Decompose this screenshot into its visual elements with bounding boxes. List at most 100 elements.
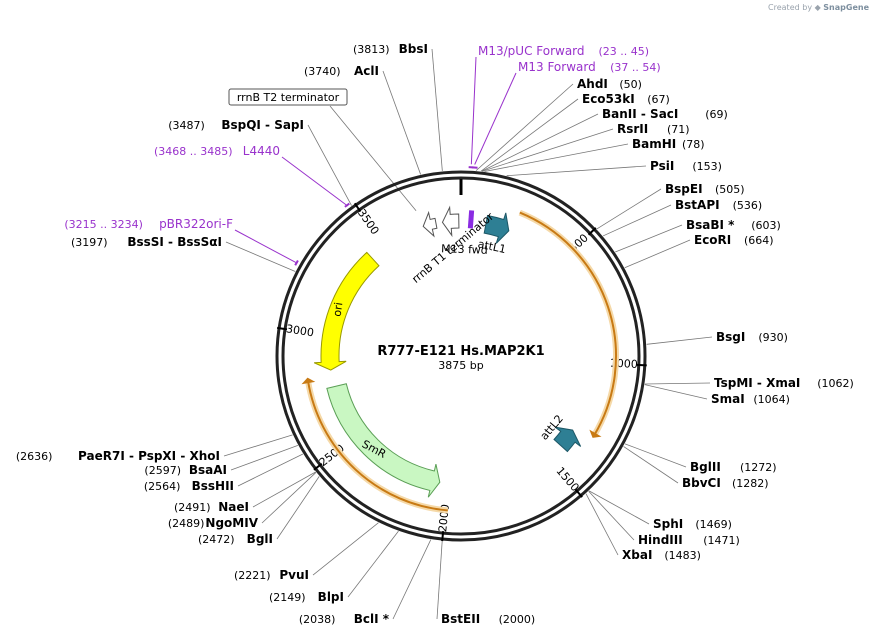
leader-blpi bbox=[347, 530, 399, 598]
site-name: BglII bbox=[690, 460, 721, 474]
site-bsabi: BsaBI *(603) bbox=[686, 218, 781, 232]
site-name: AhdI bbox=[577, 77, 608, 91]
site-name: BspEI bbox=[665, 182, 703, 196]
site-name: BbvCI bbox=[682, 476, 721, 490]
leader-tspmi-xmai bbox=[644, 382, 711, 385]
site-bsshii: BssHII (2564) bbox=[144, 479, 234, 493]
leader-bsabi bbox=[615, 224, 683, 253]
site-name: TspMI - XmaI bbox=[714, 376, 800, 390]
site-position: (153) bbox=[692, 160, 722, 173]
leader-bglii bbox=[624, 443, 687, 468]
leader-bsteii bbox=[436, 541, 443, 620]
plasmid-name: R777-E121 Hs.MAP2K1 bbox=[377, 344, 544, 359]
site-name: BsaBI * bbox=[686, 218, 735, 232]
backbone-outer bbox=[275, 170, 647, 542]
tick-mark-500 bbox=[587, 227, 597, 236]
site-position: (2564) bbox=[144, 480, 181, 493]
leader-rsrii bbox=[482, 128, 614, 172]
leader-bbsi bbox=[431, 48, 443, 171]
site-ngomiv: NgoMIV(2489) bbox=[168, 516, 259, 530]
ori-label: ori bbox=[331, 301, 346, 317]
primer-leader-m13-puc-forward bbox=[470, 56, 477, 165]
feature-label-rrnb-t2: rrnB T2 terminator bbox=[228, 88, 348, 106]
plasmid-size: 3875 bp bbox=[438, 359, 483, 372]
leader-bsaai bbox=[230, 445, 299, 471]
tick-label-3000: 3000 bbox=[285, 322, 315, 339]
site-position: (505) bbox=[715, 183, 745, 196]
site-sphi: SphI(1469) bbox=[653, 517, 732, 531]
feature-leader-rrnb-t2 bbox=[329, 105, 417, 212]
site-bbvci: BbvCI (1282) bbox=[682, 476, 769, 490]
site-bspei: BspEI (505) bbox=[665, 182, 745, 196]
site-position: (2221) bbox=[234, 569, 271, 582]
leader-paer7i-pspxi-xhoi bbox=[223, 434, 293, 457]
backbone-ring bbox=[275, 170, 647, 542]
leader-bamhi bbox=[484, 143, 629, 172]
tick-mark-3000 bbox=[276, 326, 288, 331]
feature-label-box bbox=[228, 88, 348, 106]
label-leader-lines bbox=[223, 48, 713, 620]
site-psii: PsiI(153) bbox=[650, 159, 722, 173]
site-name: BsaAI bbox=[189, 463, 227, 477]
leader-smai bbox=[644, 384, 708, 400]
feature-label-text: rrnB T2 terminator bbox=[237, 91, 340, 104]
site-pvui: PvuI(2221) bbox=[234, 568, 309, 582]
leader-bsgi bbox=[646, 336, 713, 345]
site-bstapi: BstAPI(536) bbox=[675, 198, 762, 212]
leader-pvui bbox=[312, 522, 379, 576]
site-name: BssHII bbox=[192, 479, 234, 493]
smr-region-arrowhead bbox=[301, 377, 316, 385]
site-position: (1282) bbox=[732, 477, 769, 490]
site-name: BclI * bbox=[354, 612, 390, 626]
rrnb-t1-arrow bbox=[441, 205, 460, 238]
site-ahdi: AhdI(50) bbox=[577, 77, 642, 91]
snapgene-logo-icon: ◆ bbox=[814, 3, 821, 12]
leader-bspei bbox=[596, 188, 662, 230]
primer-name: M13/pUC Forward bbox=[478, 44, 585, 58]
site-position: (1483) bbox=[664, 549, 701, 562]
primer-name: pBR322ori-F bbox=[159, 217, 233, 231]
site-position: (1471) bbox=[703, 534, 740, 547]
smr-region-arc bbox=[306, 379, 448, 512]
attl1-arrow bbox=[483, 212, 510, 244]
site-smai: SmaI(1064) bbox=[711, 392, 790, 406]
tick-mark-1500 bbox=[574, 488, 583, 498]
site-name: BamHI bbox=[632, 137, 676, 151]
primer-m13-forward: M13 Forward(37 .. 54) bbox=[518, 60, 661, 74]
site-bsgi: BsgI(930) bbox=[716, 330, 788, 344]
tick-mark-2500 bbox=[313, 462, 323, 471]
site-rsrii: RsrII (71) bbox=[617, 122, 690, 136]
site-name: AclI bbox=[354, 64, 379, 78]
leader-banii-saci bbox=[481, 113, 599, 172]
site-name: RsrII bbox=[617, 122, 648, 136]
primer-leader-m13-forward bbox=[474, 72, 517, 165]
leader-sphi bbox=[588, 490, 650, 525]
site-hindiii: HindIII (1471) bbox=[638, 533, 740, 547]
site-name: NgoMIV bbox=[205, 516, 258, 530]
leader-bbvci bbox=[623, 446, 679, 484]
site-name: BstEII bbox=[441, 612, 480, 626]
site-ecori: EcoRI(664) bbox=[694, 233, 774, 247]
site-name: BbsI bbox=[399, 42, 428, 56]
site-position: (71) bbox=[667, 123, 690, 136]
site-bglii: BglII(1272) bbox=[690, 460, 777, 474]
attl2-arrow bbox=[553, 426, 582, 453]
site-position: (67) bbox=[647, 93, 670, 106]
site-name: BglI bbox=[247, 532, 273, 546]
site-position: (3740) bbox=[304, 65, 341, 78]
site-position: (536) bbox=[733, 199, 763, 212]
plasmid-center: R777-E121 Hs.MAP2K1 3875 bp bbox=[377, 344, 544, 372]
tick-label-3500: 3500 bbox=[355, 207, 382, 237]
tick-mark-3500 bbox=[353, 202, 362, 213]
watermark-brand: SnapGene bbox=[823, 3, 869, 12]
site-bsaai: BsaAI(2597) bbox=[144, 463, 227, 477]
site-position: (2038) bbox=[299, 613, 336, 626]
primer-m13-puc-forward: M13/pUC Forward(23 .. 45) bbox=[478, 44, 649, 58]
primer-leader-l4440 bbox=[281, 156, 348, 207]
site-name: HindIII bbox=[638, 533, 683, 547]
tick-mark-2000 bbox=[441, 530, 445, 542]
site-eco53ki: Eco53kI(67) bbox=[582, 92, 670, 106]
site-bcli: BclI * (2038) bbox=[299, 612, 390, 626]
site-position: (3813) bbox=[353, 43, 390, 56]
